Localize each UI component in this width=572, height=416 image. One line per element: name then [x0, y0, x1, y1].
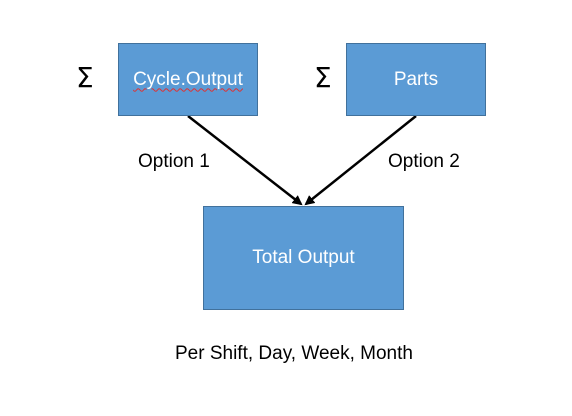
arrow-option-1	[187, 115, 303, 206]
option-1-label: Option 1	[138, 151, 210, 172]
cycle-output-node[interactable]: Cycle.Output	[118, 43, 258, 116]
parts-label: Parts	[393, 68, 439, 90]
sigma-symbol-cycle-output: Σ	[76, 61, 94, 94]
total-output-node[interactable]: Total Output	[203, 206, 404, 310]
sigma-symbol-parts: Σ	[314, 61, 332, 94]
option-2-label: Option 2	[388, 151, 460, 172]
cycle-output-label: Cycle.Output	[133, 68, 243, 90]
arrow-option-2	[304, 115, 417, 206]
total-output-label: Total Output	[252, 247, 355, 268]
caption-text: Per Shift, Day, Week, Month	[175, 343, 413, 364]
parts-node[interactable]: Parts	[346, 43, 486, 116]
